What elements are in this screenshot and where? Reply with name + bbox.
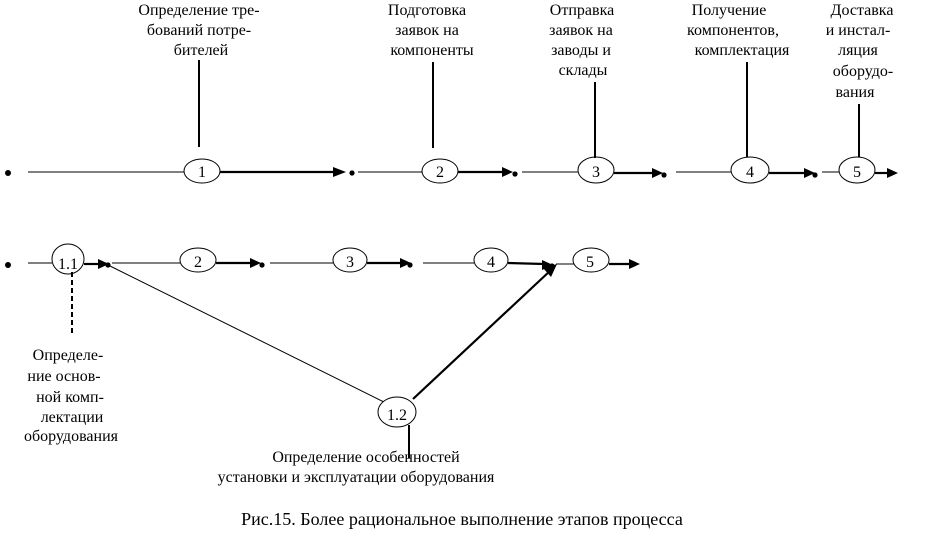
top-node-4-label: 4: [746, 164, 754, 181]
top-dot-1: [349, 170, 355, 176]
top-label-3-line-3: заводы и: [551, 42, 611, 59]
bottom-arrowhead-2: [250, 258, 261, 268]
top-label-2-line-2: заявок на: [395, 22, 459, 39]
bottom-dot-2: [259, 262, 265, 268]
bottom-label-1-2-line-2: установки и эксплуатации оборудования: [218, 469, 495, 486]
bottom-node-3: [332, 247, 368, 273]
bottom-label-1-2-line-1: Определение особенностей: [272, 449, 460, 466]
bottom-label-1-1-line-2: ние основ-: [27, 368, 100, 385]
top-label-2: Подготовка заявок на компоненты: [388, 2, 474, 59]
branch-line-to-1-2: [107, 264, 385, 403]
bottom-node-2: [179, 247, 217, 273]
top-arrowhead-4: [804, 168, 815, 178]
bottom-label-1-1: Определе- ние основ- ной комп- лектации …: [24, 347, 119, 445]
top-label-5-line-2: и инстал-: [826, 22, 891, 39]
top-arrowhead-5: [887, 168, 898, 178]
top-arrowhead-2: [502, 167, 513, 177]
branch-arrow-1-2-to-5: [412, 269, 552, 400]
bottom-dot-3: [407, 262, 413, 268]
top-label-3-line-4: склады: [559, 62, 608, 79]
top-label-3-line-2: заявок на: [549, 22, 613, 39]
bottom-label-1-1-line-1: Определе-: [33, 347, 104, 364]
bottom-start-dot: [5, 262, 11, 268]
bottom-node-1-2-label: 1.2: [387, 407, 407, 424]
top-arrowhead-3: [652, 168, 663, 178]
branch-arrowhead: [543, 264, 557, 277]
top-label-5-line-5: вания: [836, 84, 876, 101]
top-label-4: Получение компонентов, комплектация: [687, 2, 790, 59]
top-label-4-line-1: Получение: [692, 2, 767, 19]
top-arrowhead-1: [333, 167, 346, 177]
bottom-label-1-1-line-4: лектации: [41, 409, 104, 426]
figure-caption: Рис.15. Более рациональное выполнение эт…: [241, 509, 683, 529]
top-dot-3: [661, 172, 667, 178]
bottom-node-5: [572, 247, 610, 273]
top-dot-4: [812, 172, 818, 178]
top-node-5-label: 5: [853, 164, 861, 181]
top-label-3-line-1: Отправка: [550, 2, 614, 19]
top-dot-2: [512, 171, 518, 177]
bottom-node-3-label: 3: [346, 254, 354, 271]
bottom-arrowhead-3: [400, 258, 411, 268]
bottom-node-4: [473, 247, 509, 273]
bottom-node-1-1-label: 1.1: [58, 256, 78, 273]
bottom-node-1-1: [51, 243, 85, 275]
top-node-5: [838, 156, 876, 184]
top-label-1: Определение тре- бований потре- бителей: [138, 2, 263, 59]
top-node-1-label: 1: [198, 164, 206, 181]
bottom-node-5-label: 5: [586, 254, 594, 271]
top-node-4: [730, 156, 770, 184]
top-label-5-line-3: ляция: [838, 42, 878, 59]
bottom-label-1-2: Определение особенностей установки и экс…: [218, 449, 495, 486]
bottom-arrowhead-5: [629, 259, 640, 269]
bottom-node-2-label: 2: [194, 254, 202, 271]
bottom-label-1-1-line-3: ной комп-: [36, 389, 104, 406]
top-row: 1 2 3 4 5: [5, 2, 898, 184]
top-label-1-line-2: бований потре-: [147, 22, 251, 39]
top-label-3: Отправка заявок на заводы и склады: [549, 2, 618, 79]
top-label-1-line-1: Определение тре-: [138, 2, 259, 19]
top-node-2-label: 2: [436, 164, 444, 181]
bottom-node-4-label: 4: [487, 254, 495, 271]
bottom-row: 1.1 2 3 4 5 1.2: [5, 243, 640, 486]
bottom-node-1-2: [377, 396, 417, 428]
bottom-arrow-4: [507, 261, 545, 266]
top-label-5-line-4: оборудо-: [833, 63, 893, 80]
top-node-3-label: 3: [592, 164, 600, 181]
top-label-2-line-1: Подготовка: [388, 2, 466, 19]
top-label-4-line-3: комплектация: [695, 42, 790, 59]
top-label-4-line-2: компонентов,: [687, 22, 779, 39]
top-label-5-line-1: Доставка: [831, 2, 894, 19]
top-label-1-line-3: бителей: [174, 42, 229, 59]
top-start-dot: [5, 170, 11, 176]
bottom-label-1-1-line-5: оборудования: [24, 428, 119, 445]
bottom-arrowhead-1-1: [98, 259, 109, 269]
top-label-5: Доставка и инстал- ляция оборудо- вания: [826, 2, 898, 101]
top-label-2-line-3: компоненты: [390, 42, 474, 59]
